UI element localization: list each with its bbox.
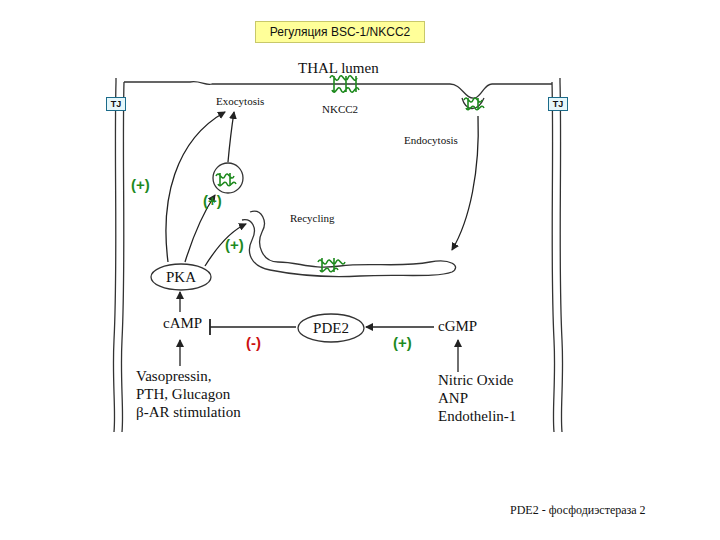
process-label: Endocytosis (404, 134, 458, 147)
protein-label: NKCC2 (322, 103, 358, 116)
node-text: TJ (111, 99, 122, 109)
effect-sign: (+) (203, 192, 222, 209)
hormone-label: Vasopressin, (136, 368, 211, 385)
hormone-label: PTH, Glucagon (136, 386, 230, 403)
title-text: Регуляция BSC-1/NKCC2 (270, 25, 411, 39)
footnote: PDE2 - фосфодиэстераза 2 (510, 504, 646, 518)
tight-junction-box: TJ (106, 97, 126, 111)
title-box: Регуляция BSC-1/NKCC2 (255, 21, 425, 43)
tight-junction-box: TJ (548, 97, 568, 111)
effect-sign: (+) (131, 176, 150, 193)
process-label: Recycling (290, 212, 335, 225)
effect-sign: (+) (393, 334, 412, 351)
effect-sign: (-) (246, 334, 261, 351)
messenger-label: cAMP (163, 315, 202, 332)
recycling-compartment (213, 98, 484, 277)
mediator-label: Nitric Oxide (438, 372, 513, 389)
region-label: THAL lumen (298, 60, 379, 77)
nkcc2-protein (216, 76, 484, 272)
mediator-label: Endothelin-1 (438, 408, 516, 425)
node-text: PKA (166, 269, 196, 286)
messenger-label: cGMP (438, 318, 477, 335)
effect-sign: (+) (225, 236, 244, 253)
mediator-label: ANP (438, 390, 468, 407)
enzyme-ellipse: PKA (150, 263, 212, 291)
enzyme-ellipse: PDE2 (297, 313, 365, 343)
process-label: Exocytosis (216, 95, 264, 108)
cell-membranes (113, 78, 562, 432)
hormone-label: β-AR stimulation (136, 404, 241, 421)
pathway-arrows (166, 112, 478, 372)
node-text: PDE2 (313, 320, 349, 337)
node-text: TJ (553, 99, 564, 109)
